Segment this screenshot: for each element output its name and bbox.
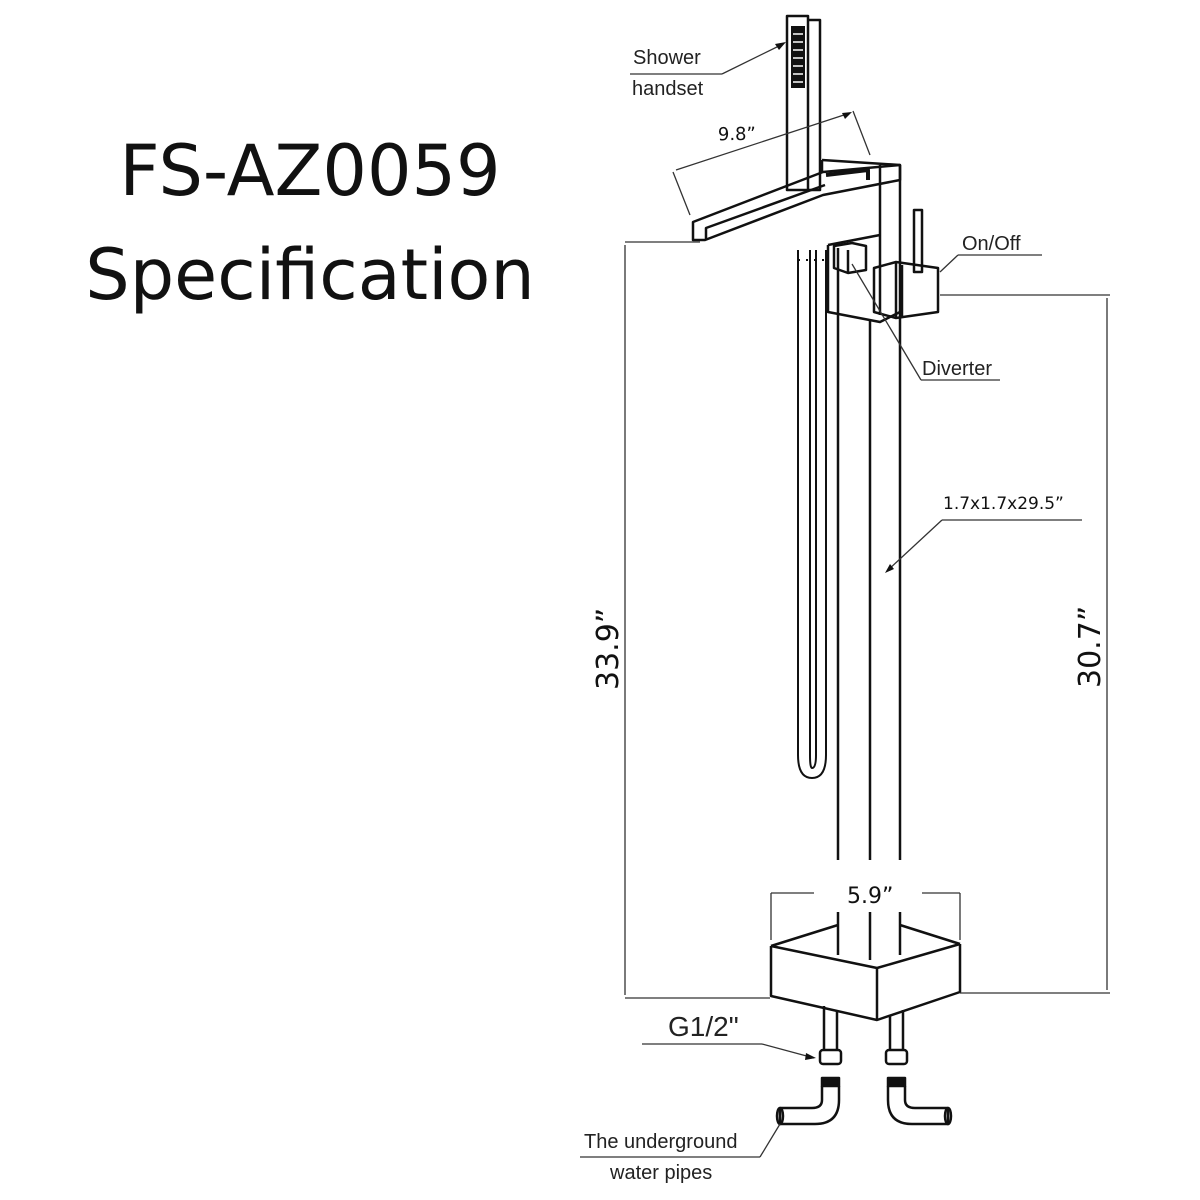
supply-pipes-drawing: [775, 1006, 953, 1126]
on-off-label: On/Off: [962, 233, 1021, 255]
spout-drawing: [691, 158, 902, 242]
shower-hose-drawing: [797, 250, 827, 779]
total-height-dimension: 33.9”: [591, 608, 626, 690]
connection-size-label: G1/2": [668, 1011, 739, 1042]
base-block-drawing: [769, 912, 962, 1022]
shower-handset-drawing: [785, 14, 822, 192]
handle-height-dimension: 30.7”: [1073, 606, 1108, 688]
model-title: FS-AZ0059: [119, 130, 501, 212]
shower-handset-label-line2: handset: [632, 78, 704, 100]
base-width-dimension: 5.9”: [847, 884, 893, 909]
spec-subtitle: Specification: [85, 234, 535, 316]
diverter-label: Diverter: [922, 358, 992, 380]
diverter-knob-drawing: [832, 241, 868, 275]
underground-pipes-label-line2: water pipes: [609, 1162, 712, 1184]
on-off-handle-drawing: [872, 208, 940, 320]
body-block-drawing: [826, 165, 902, 860]
spout-length-dimension: 9.8”: [718, 124, 756, 146]
pipe-size-label: 1.7x1.7x29.5”: [943, 494, 1064, 514]
shower-handset-label-line1: Shower: [633, 47, 701, 69]
underground-pipes-label-line1: The underground: [584, 1131, 737, 1153]
